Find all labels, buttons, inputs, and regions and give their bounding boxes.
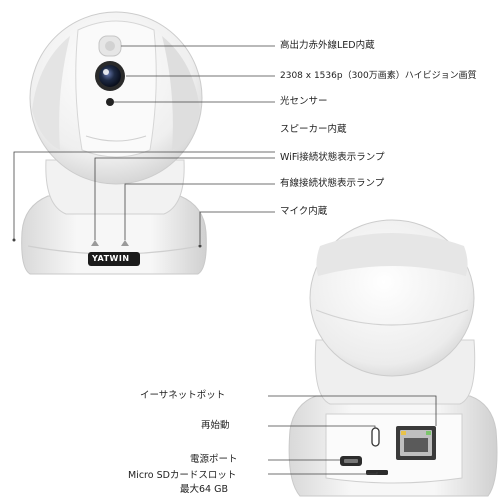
wifi-lamp-icon	[91, 240, 99, 246]
label-light-sensor: 光センサー	[280, 96, 328, 107]
label-resolution: 2308 x 1536p（300万画素）ハイビジョン画質	[280, 71, 477, 81]
back-leader-lines	[268, 395, 437, 475]
back-camera	[288, 219, 498, 497]
label-reset: 再始動	[201, 420, 230, 431]
port-panel	[325, 413, 463, 484]
brand-logo: YATWIN	[92, 254, 130, 263]
label-microphone: マイク内蔵	[280, 206, 328, 217]
label-sd-capacity: 最大64 GB	[180, 484, 228, 495]
wired-lamp-icon	[121, 240, 129, 246]
label-sd-slot: Micro SDカードスロット	[128, 470, 237, 481]
label-speaker: スピーカー内蔵	[280, 124, 347, 135]
front-base	[21, 195, 207, 275]
label-ir-led: 高出力赤外線LED内蔵	[280, 40, 375, 51]
light-sensor	[106, 98, 114, 106]
reset-button	[371, 427, 380, 447]
label-wired-lamp: 有線接続状態表示ランプ	[280, 178, 385, 189]
label-wifi-lamp: WiFi接続状態表示ランプ	[280, 152, 385, 163]
label-power: 電源ポート	[190, 454, 238, 465]
brand-plate	[88, 252, 140, 266]
label-ethernet: イーサネットポット	[140, 390, 226, 401]
lens	[99, 65, 121, 87]
front-leader-lines	[13, 45, 275, 244]
front-camera	[21, 11, 207, 275]
